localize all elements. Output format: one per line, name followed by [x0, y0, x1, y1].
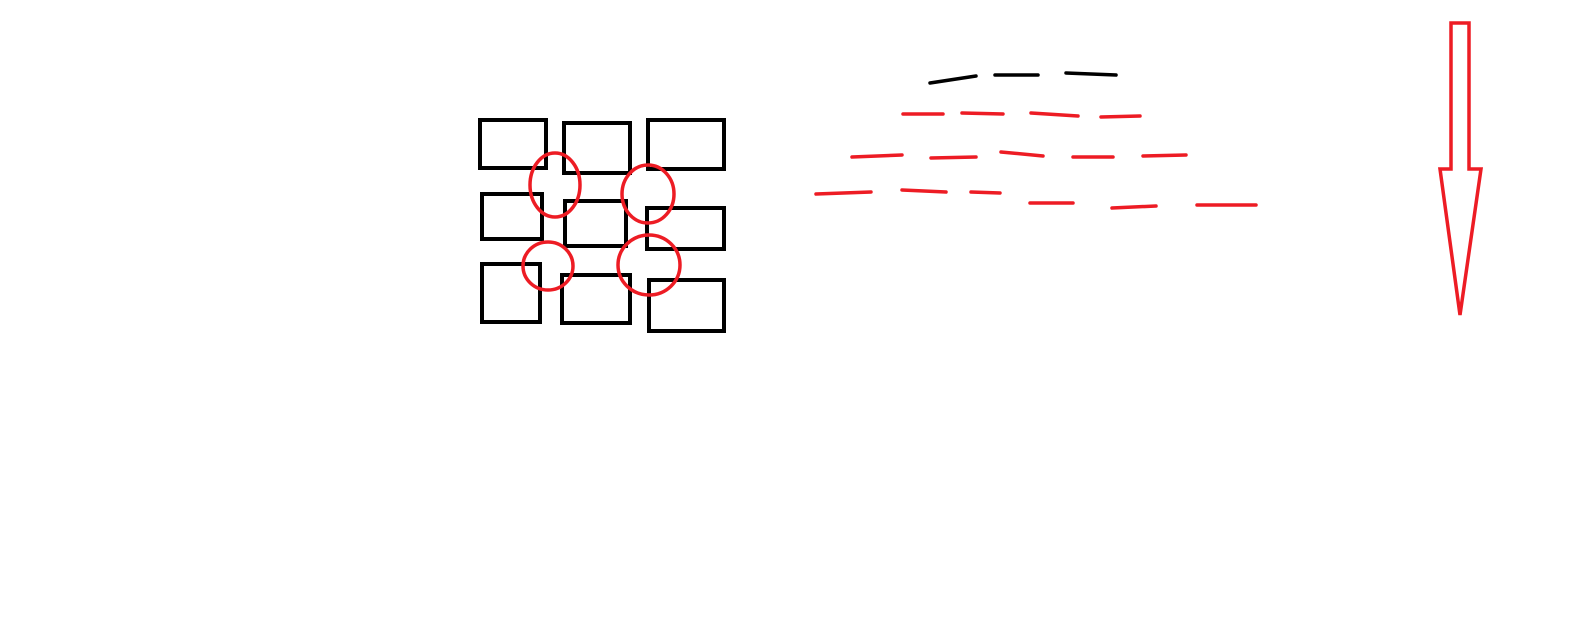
dash-segment: [850, 153, 904, 159]
dash-segment: [999, 150, 1045, 158]
grid-cell-r1-c1: [478, 118, 548, 170]
dash-segment: [1064, 71, 1118, 77]
grid-cell-r2-c3: [645, 206, 726, 251]
grid-cell-r2-c2: [563, 199, 628, 248]
down-arrow-icon: [1437, 21, 1484, 316]
dash-segment: [1110, 204, 1158, 210]
dash-row-2: [901, 111, 1142, 119]
grid-cell-r1-c3: [646, 118, 726, 171]
dash-rows: [814, 71, 1258, 210]
junction-highlights: [521, 151, 682, 297]
rectangle-grid: [478, 118, 726, 333]
dash-row-4: [814, 188, 1258, 210]
junction-circle-4: [616, 233, 682, 297]
grid-cell-r1-c2: [562, 121, 632, 175]
dash-segment: [1029, 111, 1080, 118]
junction-circle-2: [620, 163, 676, 225]
grid-cell-r3-c3: [647, 278, 726, 333]
dash-segment: [929, 155, 978, 160]
dash-segment: [969, 190, 1002, 195]
dash-segment: [900, 188, 948, 194]
dash-row-3: [850, 150, 1188, 160]
grid-cell-r3-c2: [560, 273, 632, 325]
junction-circle-3: [521, 240, 575, 292]
dash-segment: [1099, 114, 1142, 119]
grid-cell-r3-c1: [480, 262, 542, 324]
grid-cell-r2-c1: [480, 192, 544, 241]
dash-row-1: [928, 71, 1118, 85]
junction-circle-1: [528, 151, 582, 219]
dash-segment: [1141, 153, 1188, 158]
dash-segment: [960, 111, 1005, 116]
dash-segment: [814, 190, 873, 196]
dash-segment: [928, 74, 978, 85]
